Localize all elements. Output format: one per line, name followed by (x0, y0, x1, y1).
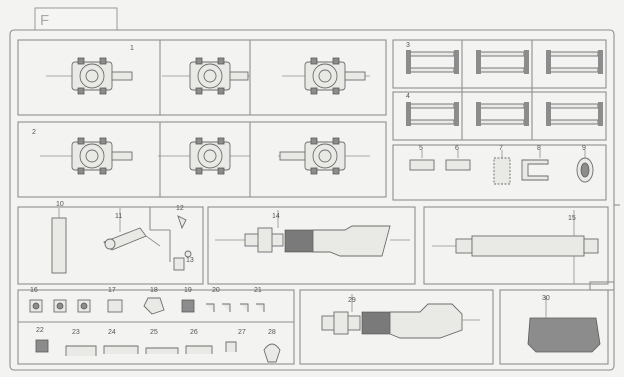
road-wheel-part-2c (278, 137, 370, 175)
part-number-6: 6 (455, 145, 459, 152)
part-number-17: 17 (108, 287, 116, 294)
part-number-23: 23 (72, 329, 80, 336)
part-number-20: 20 (212, 287, 220, 294)
runner-frames (17, 39, 620, 365)
sprue-letter: F (40, 12, 49, 29)
part-number-14: 14 (272, 213, 280, 220)
part-number-3: 3 (406, 42, 410, 49)
box5-parts (51, 207, 192, 274)
part-number-1: 1 (130, 45, 134, 52)
part-number-8: 8 (537, 145, 541, 152)
part-number-27: 27 (238, 329, 246, 336)
small-parts-row (409, 150, 594, 185)
part-number-16: 16 (30, 287, 38, 294)
part-number-25: 25 (150, 329, 158, 336)
runner-box-1 (17, 39, 387, 116)
runner-box-8 (17, 289, 295, 365)
part-number-4: 4 (406, 93, 410, 100)
runner-box-3 (392, 39, 607, 89)
part-number-21: 21 (254, 287, 262, 294)
part-number-2: 2 (32, 129, 36, 136)
part-number-28: 28 (268, 329, 276, 336)
part-number-18: 18 (150, 287, 158, 294)
small-fittings (29, 297, 281, 363)
road-wheel-part-1b (162, 57, 250, 95)
gun-barrel-assembly (215, 210, 410, 257)
part-number-7: 7 (499, 145, 503, 152)
part-number-29: 29 (348, 297, 356, 304)
part-number-26: 26 (190, 329, 198, 336)
part-number-22: 22 (36, 327, 44, 334)
road-wheel-part-2b (158, 137, 250, 175)
part-number-24: 24 (108, 329, 116, 336)
part-number-19: 19 (184, 287, 192, 294)
runner-box-10 (499, 289, 609, 365)
runner-box-4 (392, 91, 607, 141)
runner-box-6 (207, 206, 416, 285)
gun-mantlet-assembly (321, 294, 480, 339)
runner-box-5 (17, 206, 204, 285)
engine-deck-plate (527, 296, 601, 353)
part-number-12: 12 (176, 205, 184, 212)
part-number-11: 11 (115, 213, 122, 220)
runner-box-7 (423, 206, 609, 285)
part-number-30: 30 (542, 295, 550, 302)
outer-runner (9, 29, 615, 371)
road-wheel-part-1a (46, 57, 133, 95)
road-wheel-part-1c (282, 57, 370, 95)
runner-box-small-parts (392, 144, 607, 201)
road-wheel-part-2a (40, 137, 133, 175)
runner-box-9 (299, 289, 494, 365)
part-number-9: 9 (582, 145, 586, 152)
part-numbers: 1 2 3 4 5 6 7 8 9 10 11 12 13 14 15 16 1… (30, 42, 586, 336)
track-link-rows (406, 50, 603, 126)
runner-box-2 (17, 121, 387, 198)
part-number-5: 5 (419, 145, 423, 152)
sprue-letter-tab: F (34, 7, 118, 31)
long-barrel (432, 210, 599, 284)
part-number-15: 15 (568, 215, 576, 222)
part-number-10: 10 (56, 201, 64, 208)
part-number-13: 13 (186, 257, 194, 264)
